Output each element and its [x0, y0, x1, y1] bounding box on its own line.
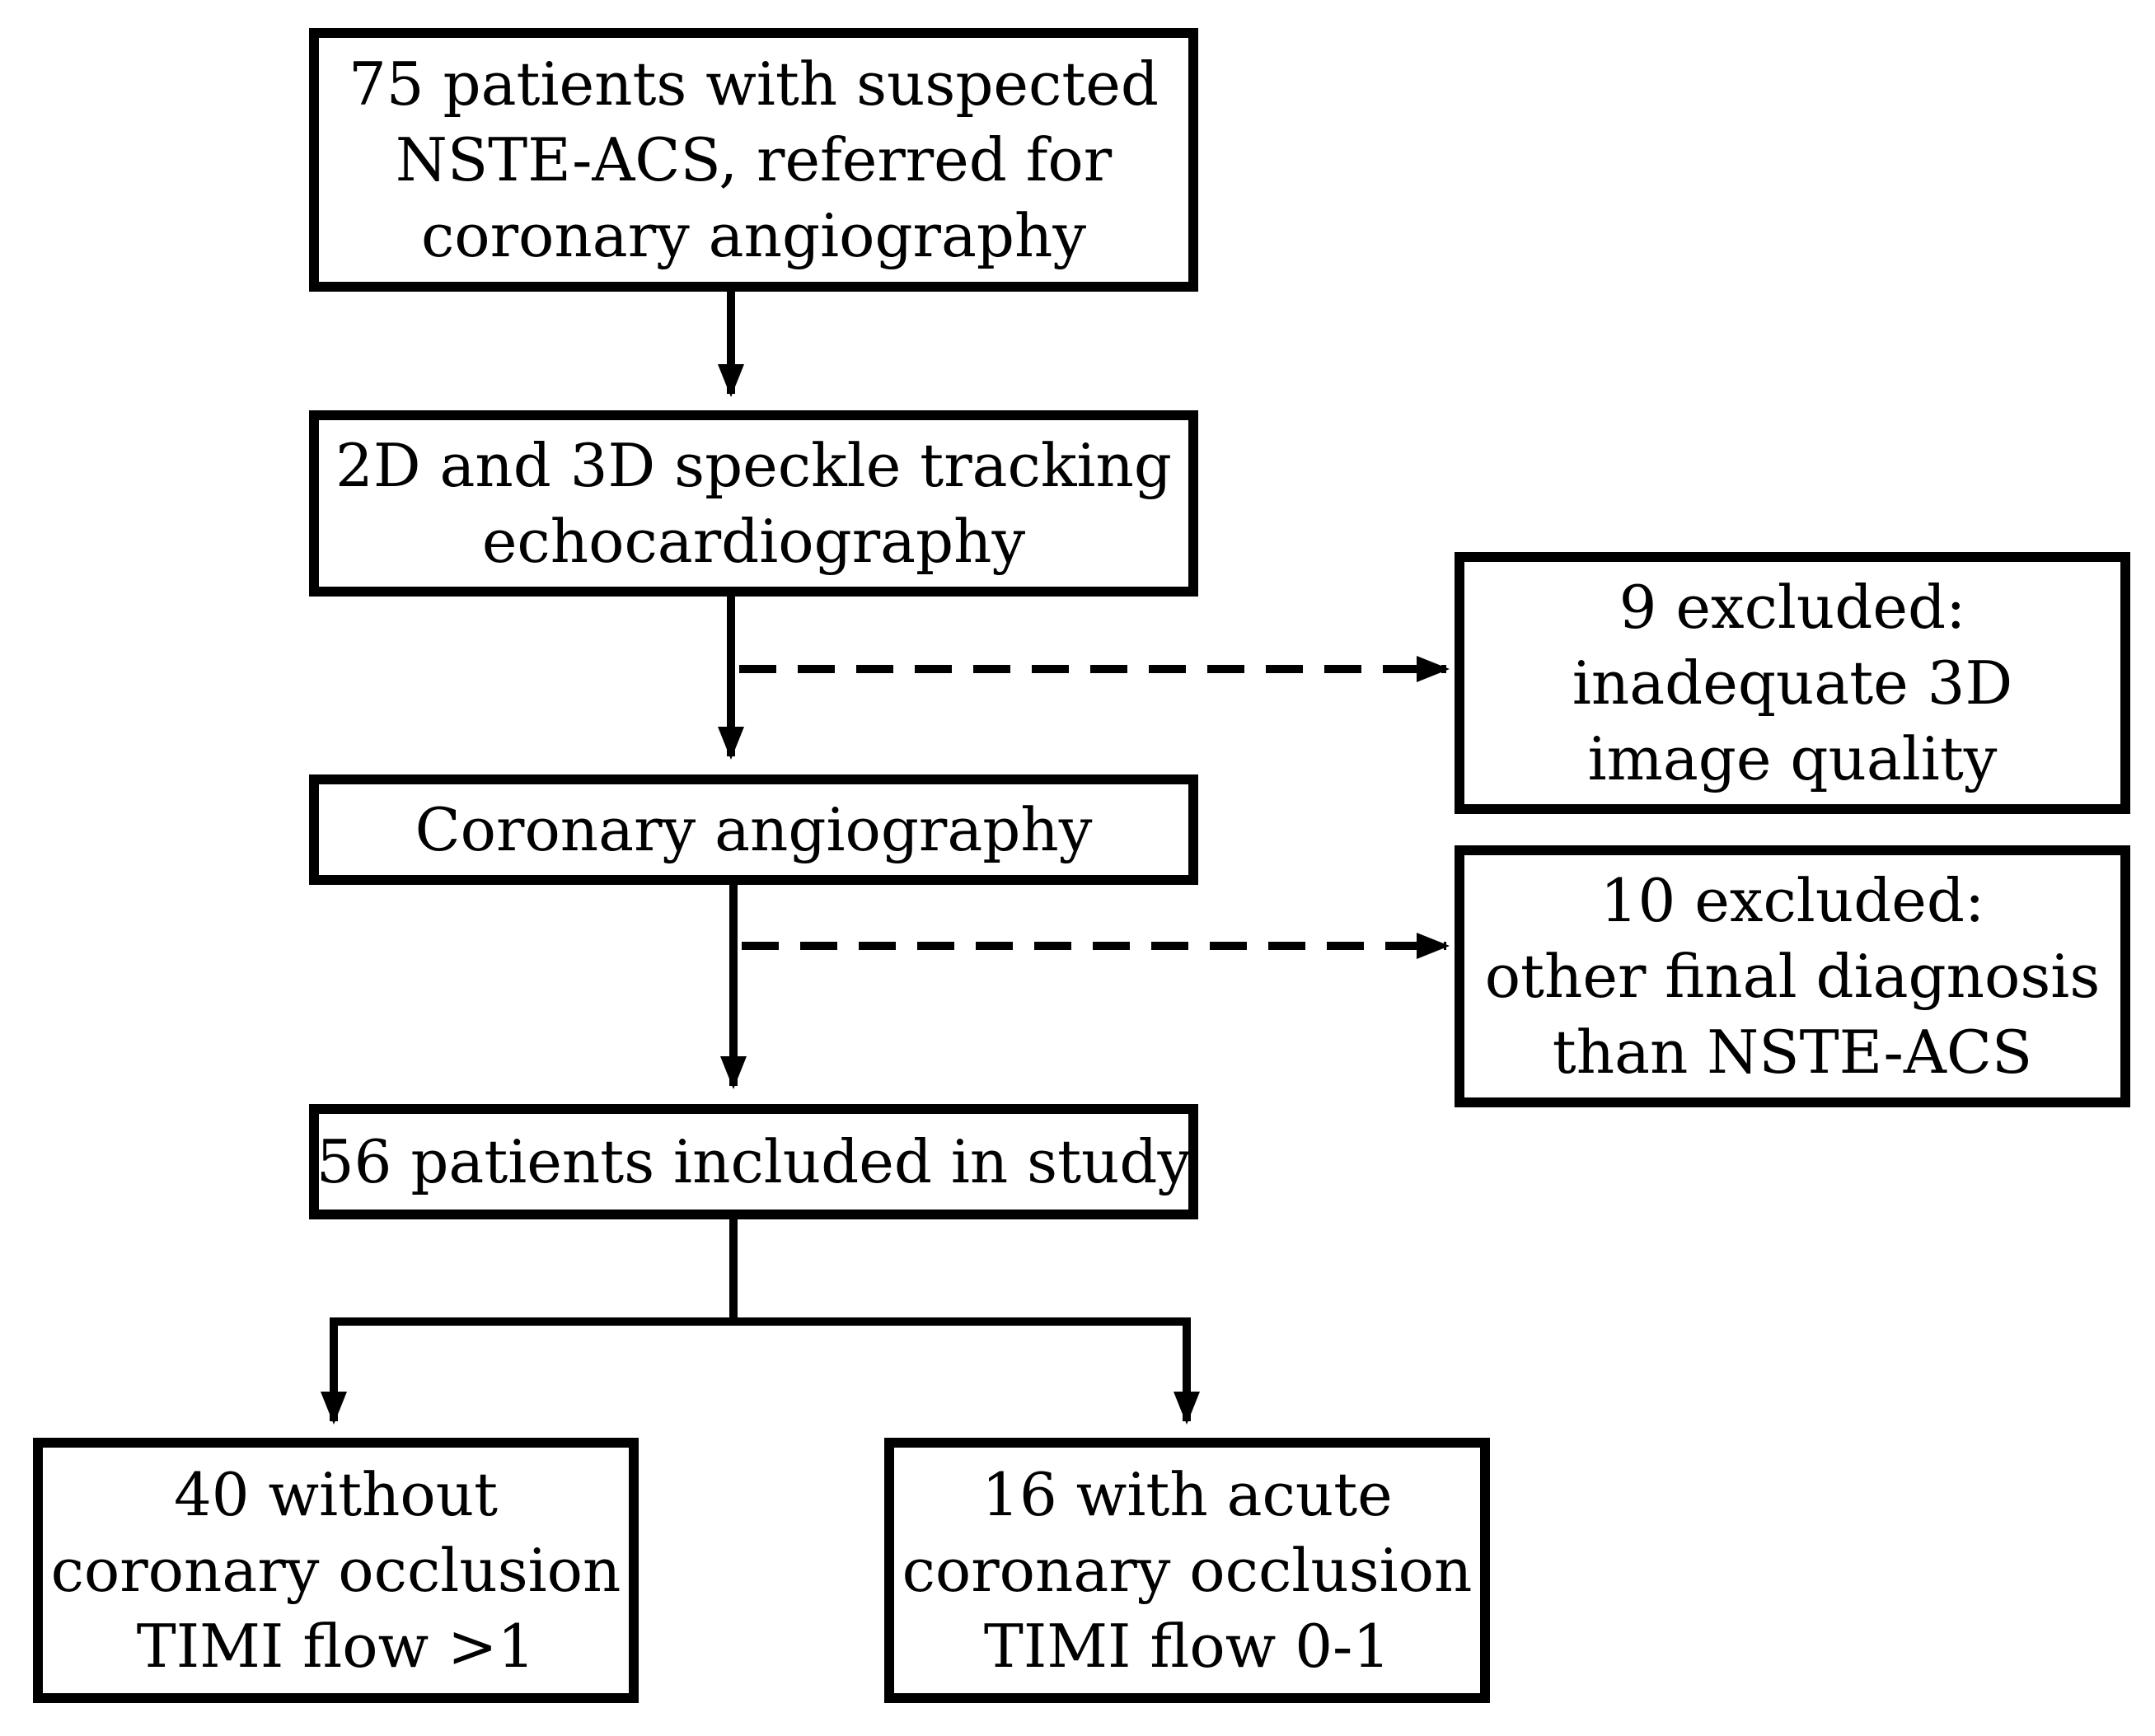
- node-screened-line-2: NSTE-ACS, referred for: [395, 125, 1113, 194]
- node-coronary-angiography: Coronary angiography: [309, 774, 1198, 885]
- node-without-occlusion: 40 without coronary occlusion TIMI flow …: [33, 1438, 639, 1703]
- node-occlusion-line-2: coronary occlusion: [902, 1536, 1473, 1605]
- node-no-occlusion-line-3: TIMI flow >1: [136, 1612, 536, 1681]
- node-with-acute-occlusion: 16 with acute coronary occlusion TIMI fl…: [884, 1438, 1490, 1703]
- node-excluded-image-line-2: inadequate 3D: [1572, 648, 2013, 718]
- node-no-occlusion-line-1: 40 without: [173, 1460, 499, 1529]
- node-speckle-tracking-echo: 2D and 3D speckle tracking echocardiogra…: [309, 410, 1198, 597]
- node-included-line-1: 56 patients included in study: [316, 1127, 1192, 1196]
- node-included-patients: 56 patients included in study: [309, 1104, 1198, 1219]
- node-no-occlusion-line-2: coronary occlusion: [50, 1536, 621, 1605]
- node-screened-line-3: coronary angiography: [420, 201, 1087, 270]
- node-occlusion-line-1: 16 with acute: [981, 1460, 1393, 1529]
- node-echo-line-2: echocardiography: [481, 507, 1026, 576]
- node-excluded-diagnosis-line-1: 10 excluded:: [1600, 866, 1985, 935]
- node-screened-line-1: 75 patients with suspected: [348, 49, 1159, 119]
- node-screened-patients: 75 patients with suspected NSTE-ACS, ref…: [309, 28, 1198, 292]
- node-occlusion-line-3: TIMI flow 0-1: [983, 1612, 1391, 1681]
- node-excluded-other-diagnosis: 10 excluded: other final diagnosis than …: [1455, 845, 2130, 1107]
- node-excluded-diagnosis-line-3: than NSTE-ACS: [1552, 1018, 2033, 1087]
- node-echo-line-1: 2D and 3D speckle tracking: [335, 431, 1172, 500]
- node-excluded-image-line-3: image quality: [1587, 724, 1998, 793]
- node-excluded-image-quality: 9 excluded: inadequate 3D image quality: [1455, 552, 2130, 814]
- node-excluded-diagnosis-line-2: other final diagnosis: [1484, 942, 2101, 1011]
- node-angio-line-1: Coronary angiography: [415, 795, 1093, 864]
- node-excluded-image-line-1: 9 excluded:: [1619, 573, 1966, 642]
